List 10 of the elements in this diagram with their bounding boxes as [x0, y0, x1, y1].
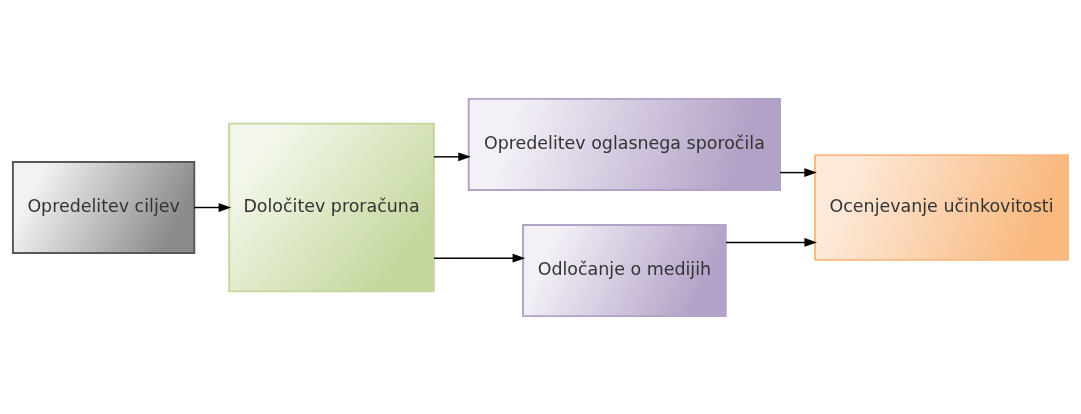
node-box: Opredelitev oglasnega sporočila: [467, 97, 781, 191]
arrow: [433, 151, 471, 161]
arrow: [779, 167, 817, 177]
node-box: Odločanje o medijih: [522, 223, 727, 317]
node-box: Opredelitev ciljev: [11, 160, 196, 254]
arrow: [433, 253, 526, 263]
arrow: [725, 237, 818, 247]
arrow: [193, 202, 232, 212]
node-box: Ocenjevanje učinkovitosti: [814, 153, 1070, 261]
node-box: Določitev proračuna: [228, 122, 435, 292]
